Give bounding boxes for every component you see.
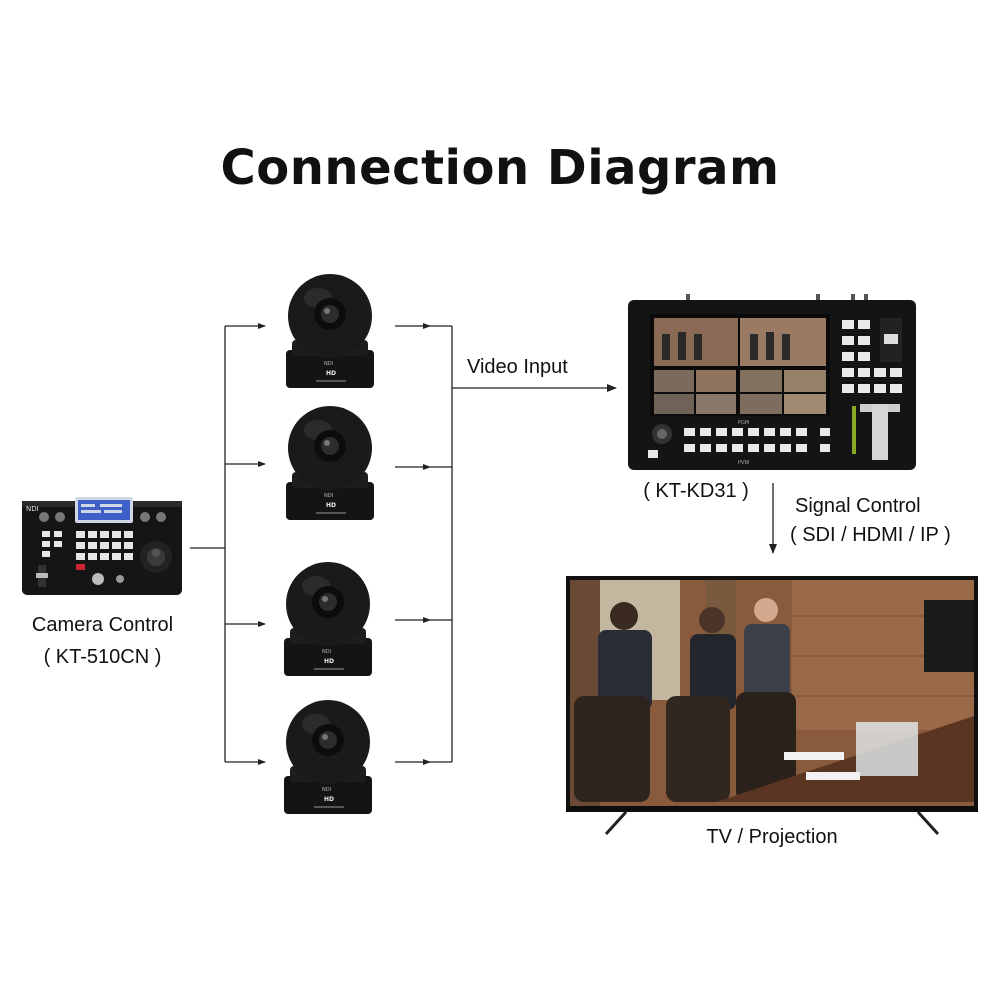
controller-brand-text: NDI — [26, 505, 39, 513]
svg-text:HD: HD — [326, 502, 336, 509]
camera-badge-text: NDI — [324, 361, 333, 367]
video-switcher-device: PGM PVW — [628, 294, 916, 470]
controller-model-label: ( KT-510CN ) — [43, 646, 162, 668]
svg-text:NDI: NDI — [322, 787, 331, 793]
ptz-camera-1: NDI HD — [286, 274, 374, 388]
camera-controller-device: NDI — [22, 497, 182, 595]
diagram-title: Connection Diagram — [220, 140, 780, 196]
controller-name-label: Camera Control — [31, 614, 174, 636]
tv-projection-label: TV / Projection — [706, 826, 838, 848]
svg-text:HD: HD — [324, 796, 334, 803]
video-input-label: Video Input — [467, 356, 568, 378]
switcher-model-label: ( KT-KD31 ) — [643, 480, 749, 502]
svg-text:HD: HD — [324, 658, 334, 665]
ptz-camera-4: NDI HD — [284, 700, 372, 814]
signal-formats-label: ( SDI / HDMI / IP ) — [790, 524, 951, 546]
switcher-pvw-text: PVW — [738, 460, 749, 466]
tv-display-device — [566, 576, 978, 836]
svg-text:NDI: NDI — [322, 649, 331, 655]
svg-text:NDI: NDI — [324, 493, 333, 499]
ptz-camera-3: NDI HD — [284, 562, 372, 676]
svg-text:HD: HD — [326, 370, 336, 377]
signal-control-label: Signal Control — [795, 495, 921, 517]
switcher-pgm-text: PGM — [738, 420, 749, 426]
ptz-camera-2: NDI HD — [286, 406, 374, 520]
